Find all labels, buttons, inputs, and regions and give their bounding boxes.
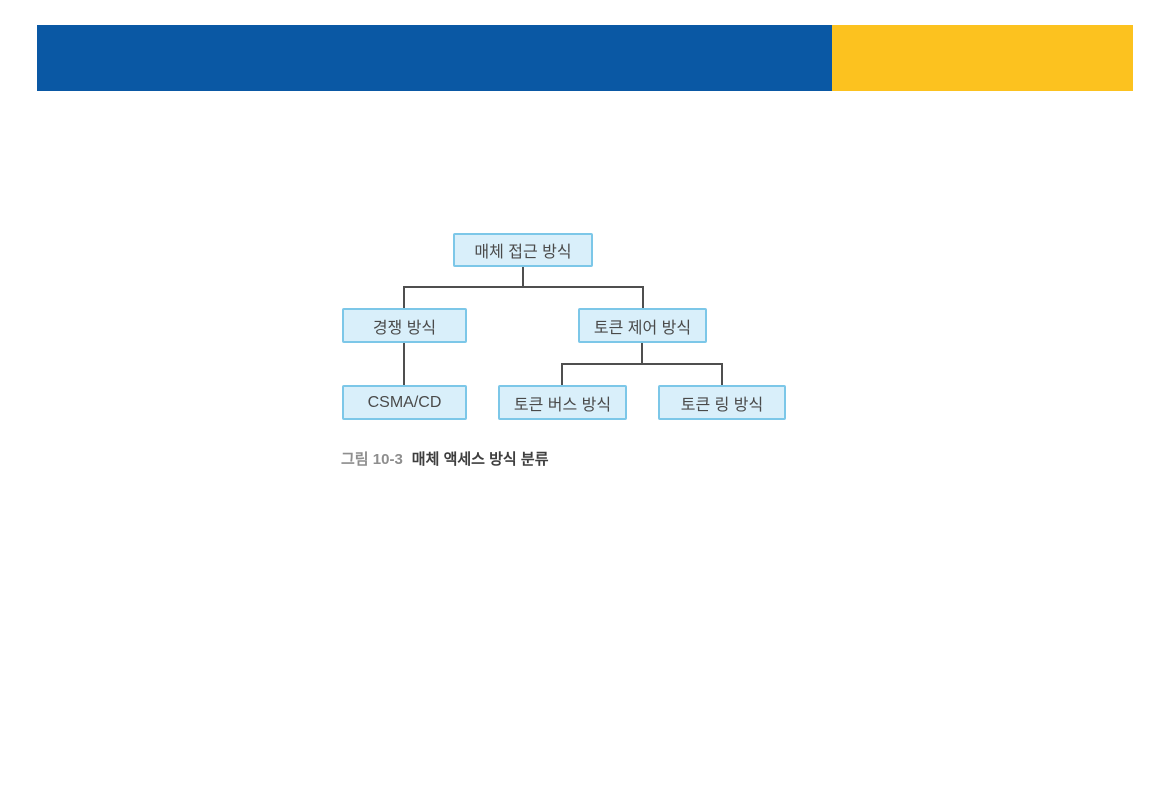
connector-token-control-stem [641, 343, 643, 365]
connector-token-ring-drop [721, 363, 723, 385]
connector-root-stem [522, 267, 524, 288]
connector-contention-csma [403, 343, 405, 385]
connector-level1-horizontal [403, 286, 644, 288]
diagram-node-token-ring: 토큰 링 방식 [658, 385, 786, 420]
header-blue-bar [37, 25, 832, 91]
diagram-node-contention: 경쟁 방식 [342, 308, 467, 343]
figure-title: 매체 액세스 방식 분류 [411, 451, 549, 468]
figure-caption: 그림 10-3 매체 액세스 방식 분류 [341, 448, 549, 469]
diagram-node-token-control: 토큰 제어 방식 [578, 308, 707, 343]
connector-token-bus-drop [561, 363, 563, 385]
connector-contention-drop [403, 286, 405, 308]
figure-number-label: 그림 10-3 [341, 451, 403, 468]
diagram-node-token-bus: 토큰 버스 방식 [498, 385, 627, 420]
header-yellow-bar [832, 25, 1133, 91]
connector-level2-horizontal [561, 363, 723, 365]
diagram-node-media-access: 매체 접근 방식 [453, 233, 593, 267]
connector-token-control-drop [642, 286, 644, 308]
diagram-node-csma-cd: CSMA/CD [342, 385, 467, 420]
